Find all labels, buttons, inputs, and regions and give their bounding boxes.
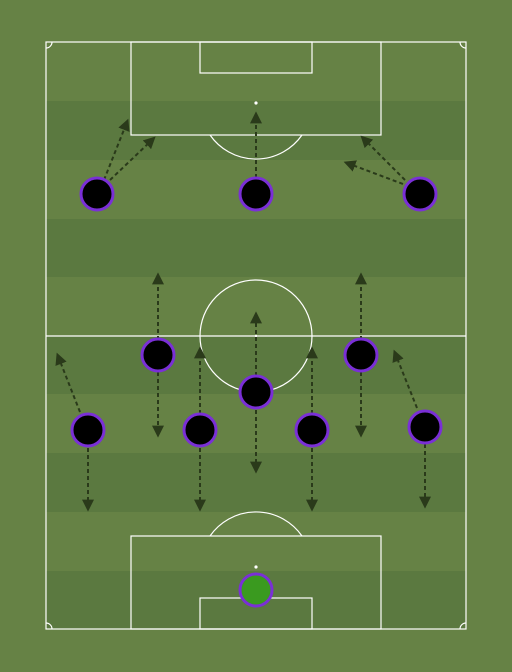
player-right-center-midfielder[interactable] bbox=[343, 337, 379, 373]
run-arrow bbox=[109, 136, 156, 181]
players bbox=[70, 176, 443, 608]
corner-arc-bottom-right bbox=[459, 622, 467, 630]
movement-arrows bbox=[55, 111, 431, 512]
top-penalty-arc bbox=[209, 134, 303, 160]
corner-arc-top-left bbox=[45, 41, 53, 49]
run-arrow bbox=[392, 349, 418, 409]
corner-arc-bottom-left bbox=[45, 622, 53, 630]
center-spot bbox=[254, 334, 258, 338]
player-left-back[interactable] bbox=[70, 412, 106, 448]
player-right-center-back[interactable] bbox=[294, 412, 330, 448]
bottom-penalty-arc bbox=[209, 511, 303, 537]
player-left-forward[interactable] bbox=[79, 176, 115, 212]
stripe bbox=[46, 101, 466, 160]
player-left-center-midfielder[interactable] bbox=[140, 337, 176, 373]
player-defensive-midfielder[interactable] bbox=[238, 374, 274, 410]
top-goal-area bbox=[199, 41, 313, 74]
player-left-center-back[interactable] bbox=[182, 412, 218, 448]
player-right-back[interactable] bbox=[407, 409, 443, 445]
corner-arc-top-right bbox=[459, 41, 467, 49]
player-goalkeeper[interactable] bbox=[238, 572, 274, 608]
player-center-forward[interactable] bbox=[238, 176, 274, 212]
run-arrow bbox=[103, 118, 130, 181]
stripe bbox=[46, 219, 466, 277]
run-arrow bbox=[360, 135, 406, 181]
run-arrow bbox=[343, 160, 404, 185]
top-penalty-spot bbox=[254, 101, 258, 105]
bottom-penalty-spot bbox=[254, 565, 258, 569]
run-arrow bbox=[55, 352, 81, 413]
player-right-forward[interactable] bbox=[402, 176, 438, 212]
